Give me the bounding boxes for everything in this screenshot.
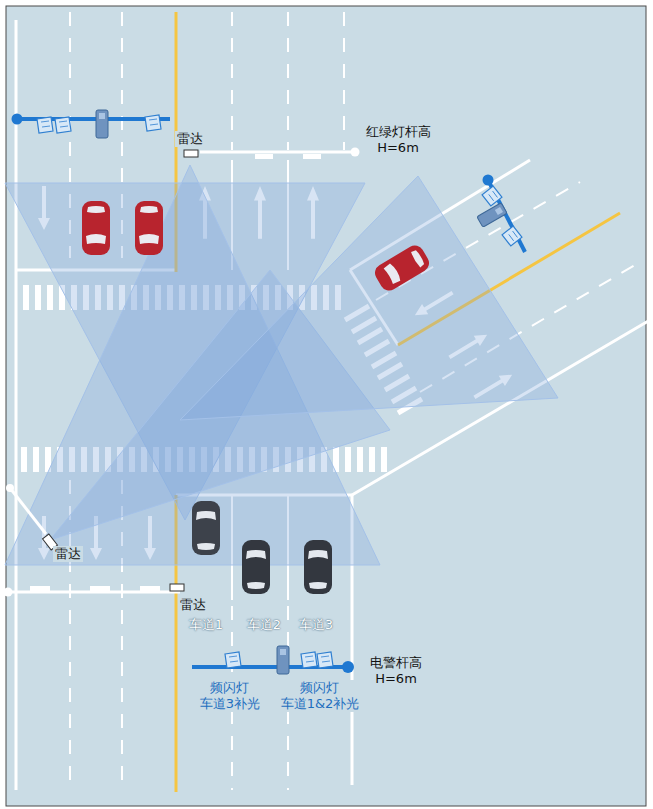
red-cars-part-part — [410, 249, 425, 268]
camera-pole-bottom-part — [342, 661, 354, 673]
bottom-signal-pole-part — [140, 586, 160, 591]
dark-cars-part-part — [192, 501, 220, 555]
bottom-signal-pole-part — [90, 586, 110, 591]
dark-cars-part-part — [242, 540, 270, 594]
red-cars-part-part — [383, 263, 402, 285]
bottom-signal-pole-part — [170, 584, 184, 591]
camera-pole-right — [477, 175, 525, 253]
traffic-light-pole — [184, 148, 360, 160]
ground — [6, 6, 646, 806]
red-cars-part-part — [139, 234, 159, 244]
dark-cars-part-part — [309, 582, 327, 589]
map-label: 电警杆高 H=6m — [368, 655, 424, 687]
camera-pole-right-part — [483, 175, 494, 186]
center-lines — [176, 12, 620, 792]
camera-pole-bottom-part — [301, 652, 317, 668]
map-label: 雷达 — [53, 546, 83, 562]
radar-pole-part — [10, 488, 46, 534]
road-markings-part — [231, 12, 233, 150]
map-label: 车道3 — [297, 617, 335, 633]
red-cars-part-part — [82, 201, 110, 255]
traffic-light-pole-part — [303, 154, 321, 159]
red-cars-part — [82, 201, 110, 255]
red-cars-part-part — [140, 206, 158, 213]
red-cars-part-part — [86, 234, 106, 244]
bottom-signal-pole — [4, 584, 185, 597]
camera-pole-bottom — [192, 646, 354, 674]
traffic-light-pole-part — [255, 154, 273, 159]
traffic-light-pole-part — [184, 150, 198, 157]
red-cars-part — [372, 242, 433, 294]
road-markings-part — [343, 12, 345, 150]
red-cars-part-part — [135, 201, 163, 255]
dark-cars-part — [304, 540, 332, 594]
dark-cars-part-part — [308, 550, 328, 559]
bottom-signal-pole-part — [30, 586, 50, 591]
map-label: 雷达 — [178, 597, 208, 613]
map-label: 雷达 — [175, 131, 205, 147]
red-cars-part-part — [87, 206, 105, 213]
detection-zones-part — [180, 176, 558, 420]
radar-pole-part — [6, 484, 14, 492]
camera-pole-bottom-part — [277, 646, 289, 674]
camera-pole-top-part — [96, 110, 108, 138]
ground-part — [6, 6, 646, 806]
dark-cars-part — [242, 540, 270, 594]
map-label: 频闪灯 车道1&2补光 — [279, 680, 362, 712]
bottom-signal-pole-part — [4, 588, 13, 597]
camera-pole-top-part — [55, 117, 71, 133]
red-cars — [82, 201, 432, 294]
map-label: 红绿灯杆高 H=6m — [364, 124, 433, 156]
camera-pole-top-part — [37, 117, 53, 133]
camera-pole-top — [12, 110, 171, 138]
camera-pole-right-part — [501, 225, 523, 247]
traffic-light-pole-part — [200, 151, 355, 154]
road-markings-part — [15, 20, 18, 790]
camera-pole-bottom-part — [225, 652, 241, 668]
red-cars-part — [135, 201, 163, 255]
dark-cars-part-part — [247, 582, 265, 589]
camera-pole-top-part — [12, 114, 23, 125]
dark-cars — [192, 501, 332, 594]
radar-pole — [6, 484, 57, 550]
dark-cars-part-part — [196, 511, 216, 520]
map-label: 频闪灯 车道3补光 — [198, 680, 262, 712]
map-label: 车道2 — [245, 617, 283, 633]
traffic-light-pole-part — [351, 148, 360, 157]
camera-pole-top-part — [145, 115, 161, 131]
red-cars-part-part — [372, 242, 433, 294]
dark-cars-part-part — [304, 540, 332, 594]
road-markings-part — [287, 12, 289, 150]
dark-cars-part — [192, 501, 220, 555]
dark-cars-part-part — [197, 543, 215, 550]
camera-pole-bottom-part — [317, 652, 333, 668]
detection-zones — [5, 165, 558, 565]
dark-cars-part-part — [246, 550, 266, 559]
map-label: 车道1 — [187, 617, 225, 633]
camera-pole-right-part — [477, 203, 507, 227]
